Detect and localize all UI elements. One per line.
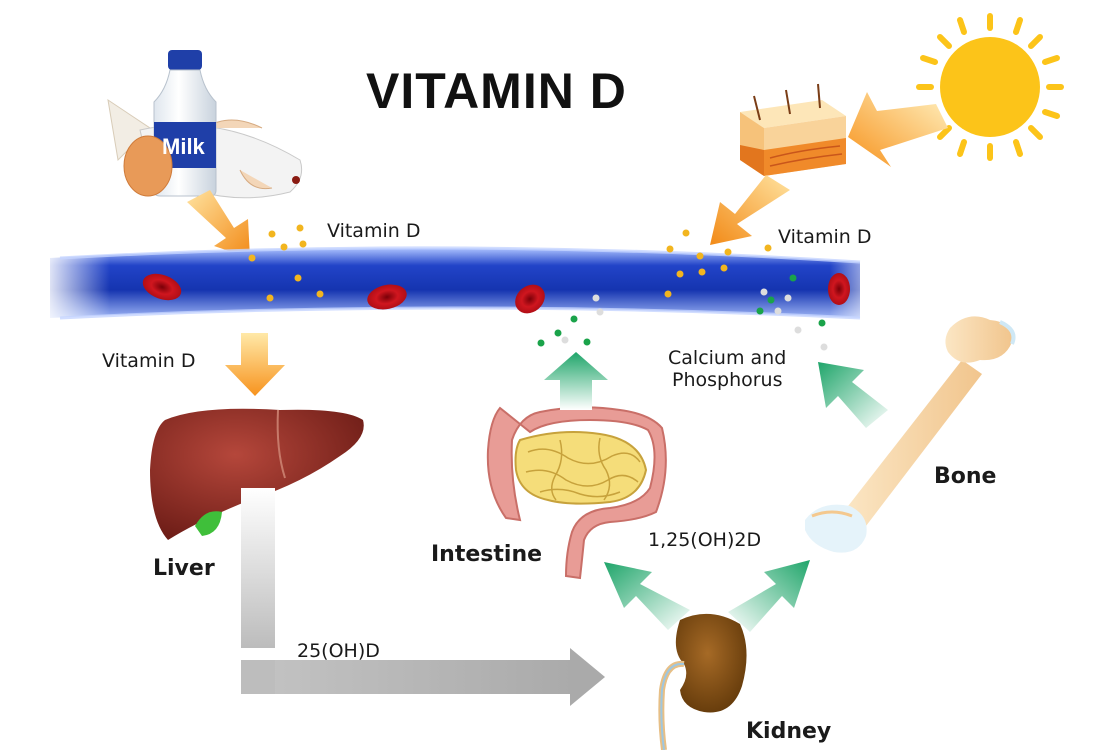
skin-to-vessel-arrow: [710, 175, 790, 245]
calcitriol-label: 1,25(OH)2D: [648, 529, 762, 551]
bone-to-vessel-arrow: [818, 362, 888, 428]
egg-icon: [123, 135, 173, 197]
blood-cell: [142, 273, 182, 301]
vessel-to-liver-arrow: [225, 333, 285, 396]
blood-cells: [142, 273, 850, 314]
vitamin-d-label-liver: Vitamin D: [102, 350, 196, 372]
food-to-vessel-arrow: [187, 190, 250, 258]
vitamin-d-label-sun: Vitamin D: [778, 226, 872, 248]
calcium-label-line1: Calcium and: [668, 347, 787, 369]
liver-icon: [150, 408, 364, 540]
liver-to-kidney-arrow: [241, 488, 605, 706]
calcidiol-label: 25(OH)D: [297, 640, 380, 662]
skin-icon: [740, 83, 846, 176]
blood-cell: [515, 284, 545, 314]
kidney-to-bone-arrow: [728, 560, 810, 632]
sun-icon: [916, 13, 1064, 161]
blood-vessel-icon: [40, 232, 890, 332]
calcium-label-line2: Phosphorus: [672, 369, 783, 391]
kidney-label: Kidney: [746, 719, 832, 744]
kidney-to-intestine-arrow: [604, 562, 690, 630]
intestine-to-vessel-arrow: [544, 352, 608, 410]
vitamin-d-particles: [248, 224, 828, 351]
vitamin-d-label-food: Vitamin D: [327, 220, 421, 242]
intestine-label: Intestine: [431, 542, 543, 567]
milk-label: Milk: [162, 134, 205, 159]
blood-cell: [367, 284, 407, 310]
bone-icon: [805, 316, 1016, 553]
liver-label: Liver: [153, 556, 215, 581]
diagram-title: VITAMIN D: [366, 63, 627, 119]
sun-to-skin-arrow: [848, 92, 948, 167]
intestine-icon: [486, 406, 667, 580]
blood-cell: [828, 273, 850, 305]
bone-label: Bone: [934, 464, 997, 489]
kidney-icon: [658, 613, 747, 750]
